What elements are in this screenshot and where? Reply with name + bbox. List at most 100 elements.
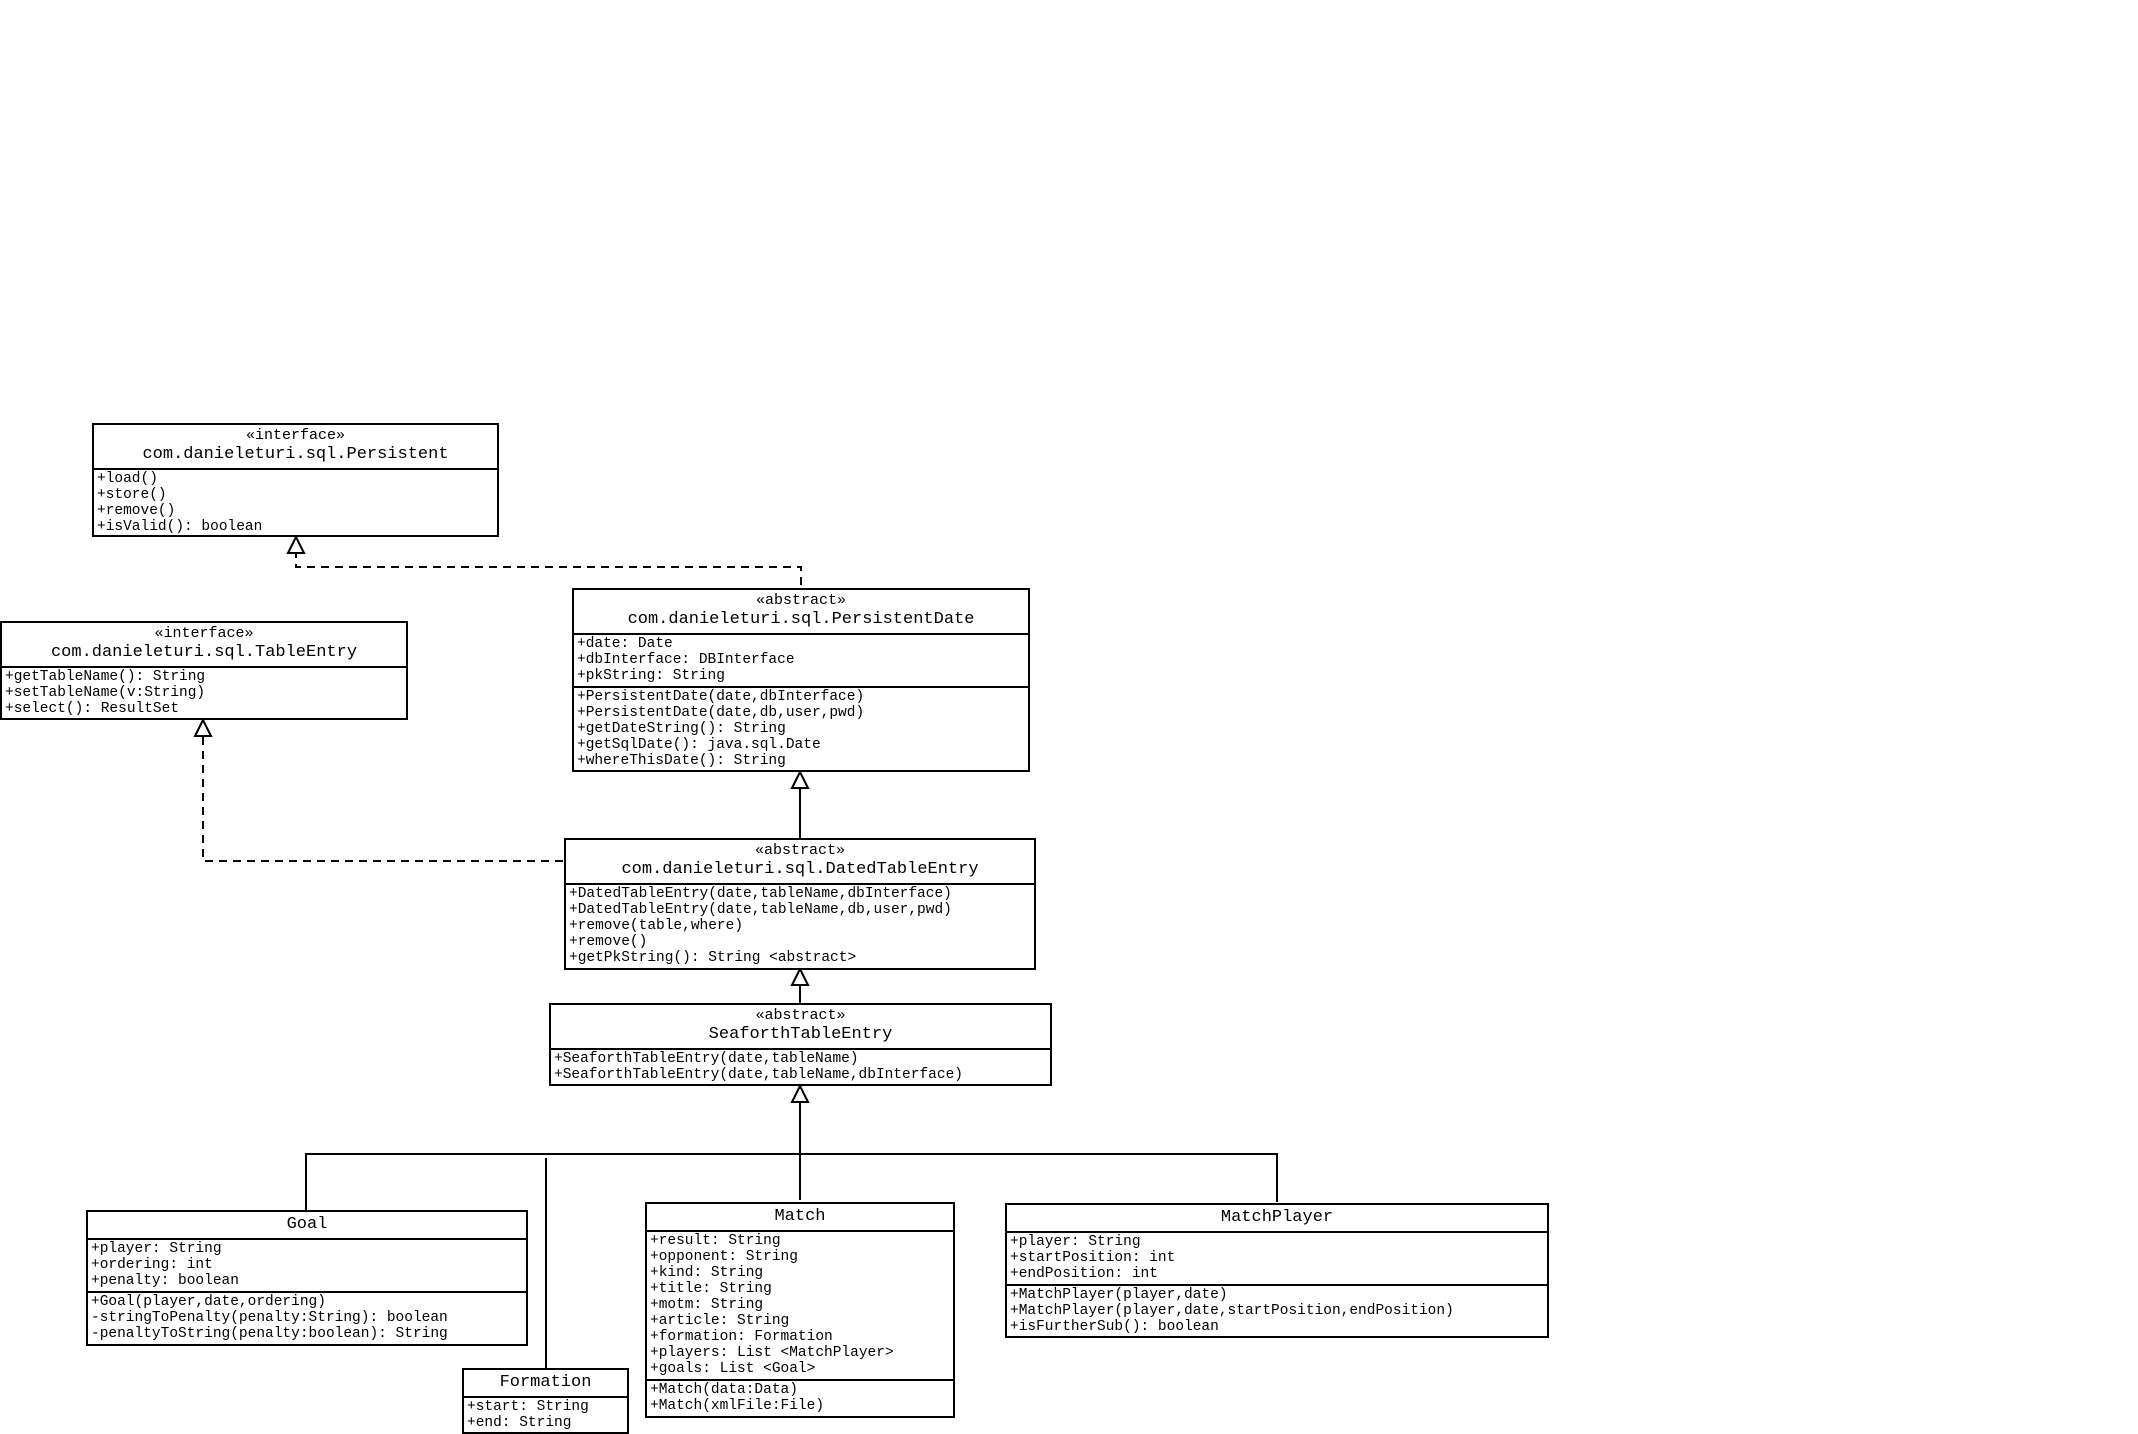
class-name: com.danieleturi.sql.DatedTableEntry bbox=[621, 860, 979, 879]
stereotype-label: «abstract» bbox=[755, 592, 846, 609]
operation: +remove() bbox=[569, 934, 648, 950]
operations-compartment: +DatedTableEntry(date,tableName,dbInterf… bbox=[566, 883, 1034, 968]
attribute: +endPosition: int bbox=[1010, 1266, 1158, 1282]
class-persistent: «interface» com.danieleturi.sql.Persiste… bbox=[92, 423, 499, 537]
attribute: +players: List <MatchPlayer> bbox=[650, 1345, 894, 1361]
realization-persistentdate-persistent bbox=[295, 553, 802, 585]
operation: +MatchPlayer(player,date) bbox=[1010, 1287, 1228, 1303]
realization-datedtableentry-tableentry bbox=[202, 736, 563, 862]
operation: +DatedTableEntry(date,tableName,db,user,… bbox=[569, 902, 952, 918]
operation: -penaltyToString(penalty:boolean): Strin… bbox=[91, 1326, 448, 1342]
attributes-compartment: +player: String +ordering: int +penalty:… bbox=[88, 1238, 526, 1291]
operation: +PersistentDate(date,db,user,pwd) bbox=[577, 705, 865, 721]
stereotype-label: «interface» bbox=[245, 427, 346, 444]
attributes-compartment: +date: Date +dbInterface: DBInterface +p… bbox=[574, 633, 1028, 686]
stereotype-label: «abstract» bbox=[755, 1007, 846, 1024]
operation: +load() bbox=[97, 471, 158, 487]
attribute: +motm: String bbox=[650, 1297, 764, 1313]
class-name: com.danieleturi.sql.TableEntry bbox=[50, 643, 358, 662]
inheritance-arrowhead-datedtableentry bbox=[790, 966, 810, 986]
operations-compartment: +Goal(player,date,ordering) -stringToPen… bbox=[88, 1291, 526, 1344]
class-name: SeaforthTableEntry bbox=[708, 1025, 893, 1044]
attribute: +date: Date bbox=[577, 636, 673, 652]
attribute: +ordering: int bbox=[91, 1257, 213, 1273]
stereotype-label: «abstract» bbox=[754, 842, 845, 859]
operation: +getDateString(): String bbox=[577, 721, 786, 737]
attribute: +pkString: String bbox=[577, 668, 725, 684]
class-match: Match +result: String +opponent: String … bbox=[645, 1202, 955, 1418]
attributes-compartment: +result: String +opponent: String +kind:… bbox=[647, 1230, 953, 1379]
class-goal: Goal +player: String +ordering: int +pen… bbox=[86, 1210, 528, 1346]
attribute: +article: String bbox=[650, 1313, 790, 1329]
attribute: +startPosition: int bbox=[1010, 1250, 1176, 1266]
attribute: +result: String bbox=[650, 1233, 781, 1249]
attribute: +opponent: String bbox=[650, 1249, 798, 1265]
operation: +getSqlDate(): java.sql.Date bbox=[577, 737, 821, 753]
class-name: Formation bbox=[499, 1373, 592, 1392]
inheritance-arrowhead-seaforth bbox=[790, 1083, 810, 1103]
class-name: MatchPlayer bbox=[1220, 1208, 1334, 1227]
inheritance-arrowhead-persistent bbox=[286, 534, 306, 554]
attribute: +start: String bbox=[467, 1399, 589, 1415]
class-datedtableentry: «abstract» com.danieleturi.sql.DatedTabl… bbox=[564, 838, 1036, 970]
operation: +select(): ResultSet bbox=[5, 701, 180, 717]
stereotype-label: «interface» bbox=[154, 625, 254, 642]
operation: +remove(table,where) bbox=[569, 918, 744, 934]
operation: +getPkString(): String <abstract> bbox=[569, 950, 857, 966]
operation: +Match(data:Data) bbox=[650, 1382, 798, 1398]
class-header: Match bbox=[647, 1204, 953, 1230]
class-header: «abstract» com.danieleturi.sql.Persisten… bbox=[574, 590, 1028, 633]
operation: +DatedTableEntry(date,tableName,dbInterf… bbox=[569, 886, 952, 902]
inheritance-arrowhead-tableentry bbox=[193, 717, 213, 737]
class-header: Formation bbox=[464, 1370, 627, 1396]
operations-compartment: +load() +store() +remove() +isValid(): b… bbox=[94, 468, 497, 537]
attribute: +dbInterface: DBInterface bbox=[577, 652, 795, 668]
attribute: +kind: String bbox=[650, 1265, 764, 1281]
class-tableentry: «interface» com.danieleturi.sql.TableEnt… bbox=[0, 621, 408, 720]
class-header: «interface» com.danieleturi.sql.TableEnt… bbox=[2, 623, 406, 666]
operations-compartment: +getTableName(): String +setTableName(v:… bbox=[2, 666, 406, 719]
attribute: +penalty: boolean bbox=[91, 1273, 239, 1289]
operation: +Match(xmlFile:File) bbox=[650, 1398, 825, 1414]
operation: +isFurtherSub(): boolean bbox=[1010, 1319, 1219, 1335]
attribute: +formation: Formation bbox=[650, 1329, 833, 1345]
operation: +isValid(): boolean bbox=[97, 519, 263, 535]
attribute: +end: String bbox=[467, 1415, 572, 1431]
class-formation: Formation +start: String +end: String bbox=[462, 1368, 629, 1434]
class-name: Match bbox=[774, 1207, 826, 1226]
operation: +remove() bbox=[97, 503, 176, 519]
operation: +SeaforthTableEntry(date,tableName) bbox=[554, 1051, 859, 1067]
inheritance-arrowhead-persistentdate bbox=[790, 769, 810, 789]
operation: +SeaforthTableEntry(date,tableName,dbInt… bbox=[554, 1067, 963, 1083]
class-header: Goal bbox=[88, 1212, 526, 1238]
attribute: +player: String bbox=[91, 1241, 222, 1257]
operations-compartment: +SeaforthTableEntry(date,tableName) +Sea… bbox=[551, 1048, 1050, 1085]
attributes-compartment: +player: String +startPosition: int +end… bbox=[1007, 1231, 1547, 1284]
attribute: +goals: List <Goal> bbox=[650, 1361, 816, 1377]
operation: +setTableName(v:String) bbox=[5, 685, 206, 701]
class-seaforthtableentry: «abstract» SeaforthTableEntry +SeaforthT… bbox=[549, 1003, 1052, 1086]
class-header: «abstract» SeaforthTableEntry bbox=[551, 1005, 1050, 1048]
operation: -stringToPenalty(penalty:String): boolea… bbox=[91, 1310, 448, 1326]
class-persistentdate: «abstract» com.danieleturi.sql.Persisten… bbox=[572, 588, 1030, 772]
operation: +getTableName(): String bbox=[5, 669, 206, 685]
class-header: «abstract» com.danieleturi.sql.DatedTabl… bbox=[566, 840, 1034, 883]
attribute: +title: String bbox=[650, 1281, 772, 1297]
class-name: com.danieleturi.sql.PersistentDate bbox=[627, 610, 975, 629]
operation: +store() bbox=[97, 487, 167, 503]
class-header: «interface» com.danieleturi.sql.Persiste… bbox=[94, 425, 497, 468]
attribute: +player: String bbox=[1010, 1234, 1141, 1250]
generalization-bus bbox=[305, 1153, 1278, 1210]
class-matchplayer: MatchPlayer +player: String +startPositi… bbox=[1005, 1203, 1549, 1338]
operation: +Goal(player,date,ordering) bbox=[91, 1294, 326, 1310]
class-name: Goal bbox=[286, 1215, 328, 1234]
class-header: MatchPlayer bbox=[1007, 1205, 1547, 1231]
operation: +MatchPlayer(player,date,startPosition,e… bbox=[1010, 1303, 1454, 1319]
operations-compartment: +MatchPlayer(player,date) +MatchPlayer(p… bbox=[1007, 1284, 1547, 1337]
class-name: com.danieleturi.sql.Persistent bbox=[142, 445, 449, 464]
operations-compartment: +Match(data:Data) +Match(xmlFile:File) bbox=[647, 1379, 953, 1416]
attributes-compartment: +start: String +end: String bbox=[464, 1396, 627, 1433]
operations-compartment: +PersistentDate(date,dbInterface) +Persi… bbox=[574, 686, 1028, 771]
operation: +PersistentDate(date,dbInterface) bbox=[577, 689, 865, 705]
